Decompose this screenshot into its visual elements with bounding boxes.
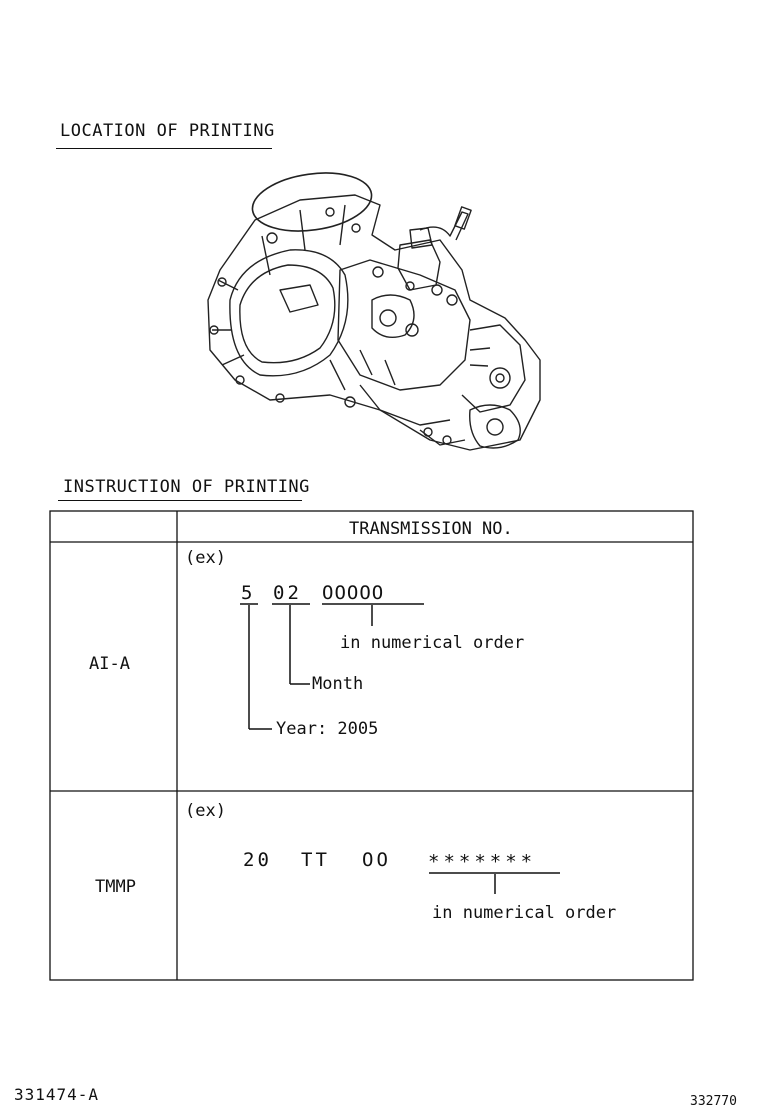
code-plant-digits: 20: [243, 849, 272, 871]
example-label: (ex): [185, 548, 226, 568]
location-heading: LOCATION OF PRINTING: [60, 121, 275, 141]
tmmp-callout-lines: [429, 872, 560, 894]
annotation-year: Year: 2005: [276, 719, 379, 739]
code-year-digit: 5: [241, 582, 256, 604]
code-month-digits: 02: [273, 582, 302, 604]
code-serial-asterisks: *******: [428, 851, 537, 873]
figure-code-right: 332770: [690, 1094, 737, 1109]
code-oo: OO: [362, 849, 391, 871]
row-label-aia: AI-A: [89, 654, 130, 674]
annotation-serial: in numerical order: [432, 903, 617, 923]
annotation-month: Month: [312, 674, 364, 694]
code-tt: TT: [301, 849, 330, 871]
annotation-serial: in numerical order: [340, 633, 525, 653]
instruction-heading-underline: [58, 500, 302, 501]
code-serial-placeholder: OOOOO: [322, 582, 385, 604]
instruction-heading: INSTRUCTION OF PRINTING: [63, 477, 310, 497]
aia-callout-lines: [240, 603, 424, 730]
row-label-tmmp: TMMP: [95, 877, 136, 897]
location-heading-underline: [56, 148, 272, 149]
table-header-transmission-no: TRANSMISSION NO.: [349, 519, 513, 539]
figure-code-left: 331474-A: [14, 1085, 100, 1104]
example-label: (ex): [185, 801, 226, 821]
